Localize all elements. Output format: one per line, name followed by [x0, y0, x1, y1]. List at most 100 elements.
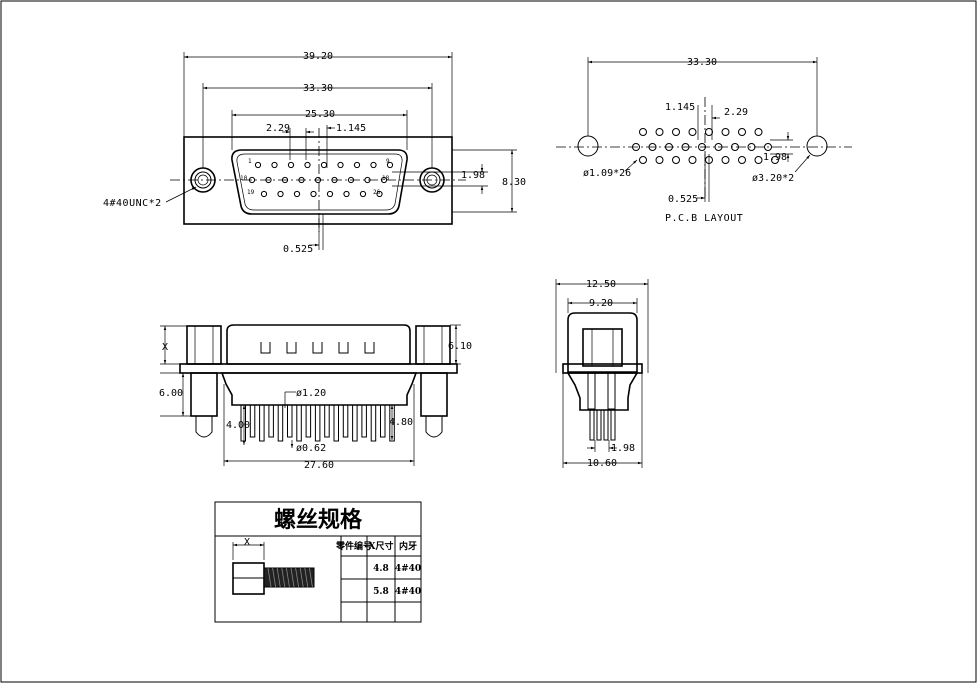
dim-front-shell-width: 25.30: [305, 109, 335, 120]
dim-front-half-pitch: 1.145: [336, 123, 366, 134]
side-pin: [259, 404, 265, 442]
pcb-pin-hole: [738, 128, 746, 136]
pcb-pin-hole: [639, 128, 647, 136]
screw-spec-row2-x: 5.8: [373, 587, 389, 597]
screw-spec-header-thread: 内牙: [399, 540, 417, 552]
screw-thread-line: [299, 567, 304, 588]
side-flange: [179, 363, 458, 374]
pcb-pin-hole: [721, 156, 730, 164]
end-hex-nut: [582, 328, 623, 367]
side-board-lock-right: [425, 416, 443, 438]
front-pin: [293, 190, 301, 198]
side-contact-windows: [260, 342, 375, 354]
side-pin: [287, 404, 293, 438]
side-connector-body: [226, 324, 411, 365]
pcb-pin-hole: [771, 156, 779, 164]
dim-front-pin-pitch: 2.29: [266, 123, 290, 134]
side-insulator-base: [220, 372, 418, 406]
dim-front-row-spacing: 1.98: [461, 170, 485, 181]
end-view: 12.50 9.20 1.98 10.60: [555, 279, 649, 469]
screw-spec-header-x: X尺寸: [369, 540, 394, 552]
pcb-pin-hole: [672, 128, 680, 136]
pcb-pin-hole: [754, 156, 763, 164]
end-shell-outline: [567, 312, 638, 373]
pcb-pin-hole: [754, 128, 763, 136]
side-contact-window: [260, 342, 271, 354]
side-view: X 6.10 6.00 ø1.20 4.00 4.80 ø0.62 27.60: [159, 324, 472, 471]
screw-spec-table: 螺丝规格 零件编号 X尺寸 内牙 4.8 4#40 5.8 4#40 X: [214, 501, 422, 623]
front-pin: [265, 176, 272, 184]
dim-pcb-pin-pitch: 2.29: [724, 107, 748, 118]
side-pin: [370, 404, 377, 442]
pcb-pin-hole: [705, 128, 713, 136]
front-flange: [183, 136, 453, 225]
screw-illustration: X: [232, 537, 315, 595]
front-view: 1 9 10 18 19 26 39.20 33.30 25.30 2.29 1…: [103, 51, 526, 255]
pcb-pin-hole: [665, 143, 673, 151]
pin-label-18: 18: [382, 175, 390, 182]
dim-pcb-half-pitch: 1.145: [665, 102, 695, 113]
pcb-pin-hole: [764, 143, 772, 151]
screw-thread-line: [286, 567, 290, 588]
dim-end-row-spacing: 1.98: [611, 443, 635, 454]
front-pin: [314, 176, 322, 184]
screw-thread-line: [281, 567, 286, 588]
front-pin: [248, 176, 256, 184]
front-pin: [298, 176, 305, 184]
screw-thread-line: [272, 567, 276, 588]
side-contact-window: [338, 342, 349, 354]
front-pin-array: [248, 161, 394, 198]
pcb-pin-hole: [655, 128, 664, 136]
pcb-pin-hole: [655, 156, 664, 164]
dim-front-row-offset: 0.525: [283, 244, 313, 255]
screw-dim-x: X: [244, 537, 250, 548]
dim-side-left-pin-length: 4.00: [226, 420, 250, 431]
dim-front-overall-width: 39.20: [303, 51, 333, 62]
side-pin: [277, 404, 284, 442]
screw-spec-row2-thread: 4#40: [395, 587, 421, 597]
side-contact-window: [364, 342, 375, 354]
side-pin: [333, 404, 339, 442]
side-pin: [314, 404, 321, 442]
pin-label-26: 26: [373, 189, 381, 196]
dim-side-hex-height: X: [162, 342, 168, 353]
front-pin: [370, 161, 377, 169]
pcb-pin-array: [632, 128, 779, 164]
side-pin: [249, 404, 256, 438]
dim-side-overall-width: 27.60: [304, 460, 334, 471]
side-standoff-right: [420, 372, 448, 417]
side-board-lock-left: [195, 416, 213, 438]
pcb-mount-hole-right: [806, 135, 828, 157]
side-contact-window: [286, 342, 297, 354]
screw-thread-line: [267, 567, 272, 588]
pcb-pin-hole: [639, 156, 647, 164]
pcb-pin-hole: [688, 128, 697, 136]
front-pin: [281, 176, 289, 184]
pcb-mount-hole-left: [577, 135, 599, 157]
front-d-shell: [231, 149, 408, 215]
front-pin: [326, 190, 334, 198]
screw-spec-title: 螺丝规格: [274, 507, 363, 533]
front-pin: [337, 161, 344, 169]
front-pin: [271, 161, 278, 169]
pcb-mount-hole-callout: ø3.20*2: [752, 173, 794, 184]
front-pin: [353, 161, 361, 169]
screw-thread-line: [304, 567, 309, 588]
end-insulator: [566, 372, 639, 411]
dim-pcb-row-spacing: 1.98: [763, 152, 787, 163]
front-pin: [376, 190, 383, 198]
dim-end-base-width: 10.60: [587, 458, 617, 469]
dim-front-screw-spacing: 33.30: [303, 83, 333, 94]
screw-thread-line: [295, 567, 299, 588]
side-pin: [268, 404, 274, 438]
pcb-pin-hole: [698, 143, 706, 151]
pcb-layout-title: P.C.B LAYOUT: [665, 213, 743, 224]
side-pin: [296, 404, 302, 442]
front-screw-callout: 4#40UNC*2: [103, 198, 162, 209]
front-pin: [320, 161, 328, 169]
front-pin: [331, 176, 338, 184]
dim-pcb-row-offset: 0.525: [668, 194, 698, 205]
side-pin: [352, 404, 358, 442]
side-contact-window: [312, 342, 323, 354]
